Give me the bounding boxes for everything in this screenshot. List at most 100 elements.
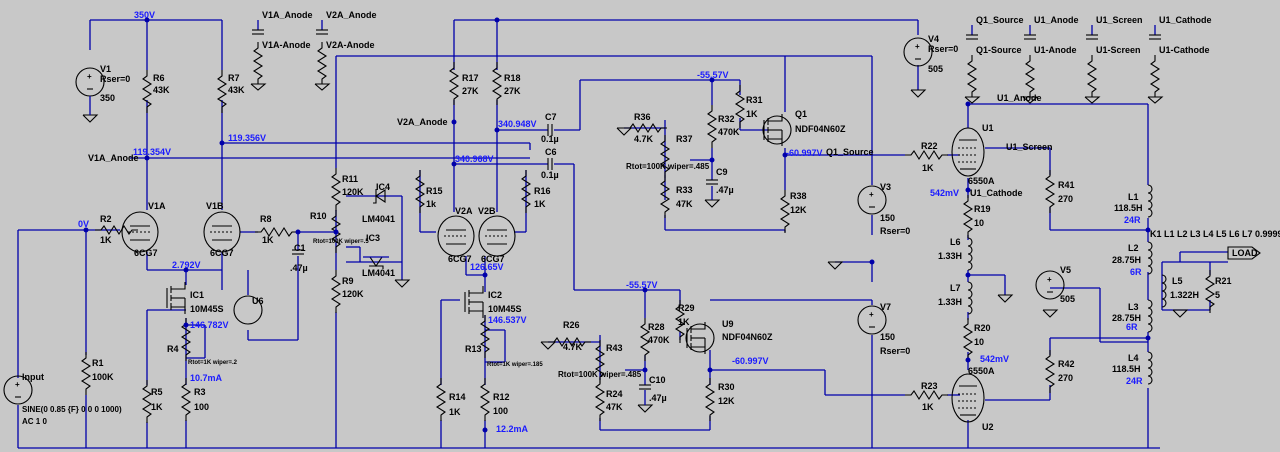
probe-v2a-pin: V2A-Anode: [326, 40, 375, 50]
r43-name: R43: [606, 343, 623, 353]
v-ic1-cur: 10.7mA: [190, 373, 223, 383]
ic2-type: 10M45S: [488, 304, 522, 314]
r43-wiper: Rtot=100K wiper=.485: [558, 370, 642, 379]
r24-name: R24: [606, 389, 623, 399]
v-ic2-ref: 146.537V: [488, 315, 527, 325]
r33-name: R33: [676, 185, 693, 195]
r10-name: R10: [310, 211, 327, 221]
v-q1-src: -60.997V: [786, 148, 823, 158]
probe-v1a-pin: V1A-Anode: [262, 40, 311, 50]
l1-r: 24R: [1124, 215, 1141, 225]
v-v1a-anode: 119.354V: [133, 147, 171, 157]
r19-name: R19: [974, 204, 991, 214]
r12-value: 100: [493, 406, 508, 416]
v-input-gnd: 0V: [78, 219, 89, 229]
r13-wiper: Rtot=1K wiper=.185: [487, 362, 543, 368]
v-top: 350V: [134, 10, 155, 20]
v2a-type: 6CG7: [448, 254, 472, 264]
r5-name: R5: [151, 387, 163, 397]
v-cath-v2: 126.65V: [470, 262, 504, 272]
v4-value: 505: [928, 64, 943, 74]
r38-name: R38: [790, 191, 807, 201]
r28-name: R28: [648, 322, 665, 332]
r23-name: R23: [921, 381, 938, 391]
ic1-name: IC1: [190, 290, 204, 300]
r21-value: 5: [1215, 290, 1220, 300]
l1-name: L1: [1128, 192, 1139, 202]
l6-name: L6: [950, 237, 961, 247]
r4-wiper: Rtot=1K wiper=.2: [188, 360, 238, 366]
probe-v1a-top: V1A_Anode: [262, 10, 313, 20]
v-ic1-ref: 146.782V: [190, 320, 229, 330]
r5-value: 1K: [151, 402, 163, 412]
labels: V1 Rser=0 350 V4 Rser=0 505 V3 150 Rser=…: [22, 10, 1280, 434]
r37-name: R37: [676, 134, 693, 144]
r7-name: R7: [228, 73, 240, 83]
r3-name: R3: [194, 387, 206, 397]
input-name: Input: [22, 372, 44, 382]
r41-name: R41: [1058, 180, 1075, 190]
r4-name: R4: [167, 344, 179, 354]
probe-u1c-top: U1_Cathode: [1159, 15, 1212, 25]
c6-value: 0.1µ: [541, 170, 559, 180]
v7-value: 150: [880, 332, 895, 342]
r42-name: R42: [1058, 359, 1075, 369]
v1-value: 350: [100, 93, 115, 103]
r18-name: R18: [504, 73, 521, 83]
ic3-name: IC3: [366, 233, 380, 243]
v1b-name: V1B: [206, 201, 224, 211]
r7-value: 43K: [228, 85, 245, 95]
probe-q1-pin: Q1-Source: [976, 45, 1022, 55]
components: [3, 17, 1261, 433]
r11-name: R11: [342, 174, 358, 184]
probe-u1a-top: U1_Anode: [1034, 15, 1079, 25]
c1-value: .47µ: [290, 263, 308, 273]
ic1-type: 10M45S: [190, 304, 224, 314]
l3-r: 6R: [1126, 322, 1138, 332]
r31-value: 1K: [746, 109, 758, 119]
r3-value: 100: [194, 402, 209, 412]
r17-value: 27K: [462, 86, 479, 96]
r9-value: 120K: [342, 289, 364, 299]
r29-value: 1K: [678, 317, 690, 327]
l3-name: L3: [1128, 302, 1139, 312]
v1b-type: 6CG7: [210, 248, 234, 258]
l5-name: L5: [1172, 276, 1183, 286]
v7-rser: Rser=0: [880, 346, 910, 356]
v1a-name: V1A: [148, 201, 166, 211]
r9-name: R9: [342, 276, 354, 286]
input-sine: SINE(0 0.85 {F} 0 0 0 1000): [22, 405, 122, 414]
net-v1a-anode: V1A_Anode: [88, 153, 139, 163]
net-v2a-anode: V2A_Anode: [397, 117, 448, 127]
u2-type: 6550A: [968, 366, 995, 376]
r19-value: 10: [974, 218, 984, 228]
c1-name: C1: [294, 243, 306, 253]
v1-name: V1: [100, 64, 111, 74]
input-ac: AC 1 0: [22, 417, 47, 426]
v-u2-cath: 542mV: [980, 354, 1009, 364]
v-q1-gate: -55.57V: [697, 70, 729, 80]
k1-coupling: K1 L1 L2 L3 L4 L5 L6 L7 0.999998: [1150, 229, 1280, 239]
l7-value: 1.33H: [938, 297, 962, 307]
l2-name: L2: [1128, 243, 1139, 253]
c10-value: .47µ: [649, 393, 667, 403]
r24-value: 47K: [606, 402, 623, 412]
r32-value: 470K: [718, 127, 740, 137]
v-v1b-anode: 119.356V: [228, 133, 266, 143]
v-u1-cath: 542mV: [930, 188, 959, 198]
r42-value: 270: [1058, 373, 1073, 383]
r10-wiper: Rtot=100K wiper=.5: [313, 239, 369, 245]
l4-name: L4: [1128, 353, 1139, 363]
net-load: LOAD: [1232, 248, 1258, 258]
r26-name: R26: [563, 320, 580, 330]
q1-name: Q1: [795, 109, 807, 119]
c9-value: .47µ: [716, 185, 734, 195]
u9-name: U9: [722, 319, 734, 329]
v-v2b-anode: 340.948V: [498, 119, 537, 129]
v-u9-src: -60.997V: [732, 356, 769, 366]
r6-value: 43K: [153, 85, 170, 95]
r16-value: 1K: [534, 199, 546, 209]
q1-type: NDF04N60Z: [795, 124, 846, 134]
r6-name: R6: [153, 73, 165, 83]
